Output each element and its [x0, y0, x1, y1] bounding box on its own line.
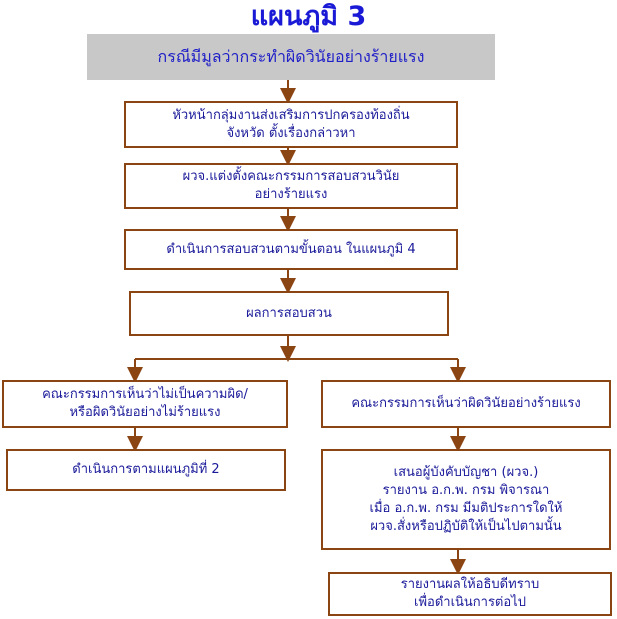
- chart-title: แผนภูมิ 3: [250, 1, 367, 32]
- step-not-guilty: คณะกรรมการเห็นว่าไม่เป็นความผิด/ หรือผิด…: [2, 380, 288, 428]
- step-propose-line4: ผวจ.สั่งหรือปฏิบัติให้เป็นไปตามนั้น: [370, 518, 562, 534]
- step-set-accusation-line1: หัวหน้ากลุ่มงานส่งเสริมการปกครองท้องถิ่น: [172, 107, 410, 123]
- step-appoint-committee: ผวจ.แต่งตั้งคณะกรรมการสอบสวนวินัย อย่างร…: [124, 163, 458, 209]
- step-set-accusation-line2: จังหวัด ตั้งเรื่องกล่าวหา: [226, 125, 356, 141]
- step-report-director-line2: เพื่อดำเนินการต่อไป: [414, 595, 526, 610]
- step-report-director: รายงานผลให้อธิบดีทราบ เพื่อดำเนินการต่อไ…: [328, 572, 612, 616]
- step-not-guilty-line1: คณะกรรมการเห็นว่าไม่เป็นความผิด/: [42, 387, 248, 402]
- step-investigation-result: ผลการสอบสวน: [129, 291, 449, 336]
- step-propose-line2: รายงาน อ.ก.พ. กรม พิจารณา: [382, 482, 550, 498]
- step-propose-line3: เมื่อ อ.ก.พ. กรม มีมติประการใดให้: [369, 500, 563, 516]
- step-follow-chart-2-line1: ดำเนินการตามแผนภูมิที่ 2: [72, 462, 220, 477]
- step-follow-chart-2: ดำเนินการตามแผนภูมิที่ 2: [6, 449, 286, 491]
- step-investigation-result-line1: ผลการสอบสวน: [246, 305, 332, 321]
- step-serious-offense: คณะกรรมการเห็นว่าผิดวินัยอย่างร้ายแรง: [321, 380, 611, 428]
- step-investigate: ดำเนินการสอบสวนตามขั้นตอน ในแผนภูมิ 4: [124, 229, 458, 270]
- step-report-director-line1: รายงานผลให้อธิบดีทราบ: [400, 577, 540, 592]
- case-header: กรณีมีมูลว่ากระทำผิดวินัยอย่างร้ายแรง: [87, 34, 495, 80]
- step-propose-line1: เสนอผู้บังคับบัญชา (ผวจ.): [393, 464, 539, 480]
- step-not-guilty-line2: หรือผิดวินัยอย่างไม่ร้ายแรง: [69, 405, 221, 420]
- step-investigate-line1: ดำเนินการสอบสวนตามขั้นตอน ในแผนภูมิ 4: [166, 241, 416, 257]
- step-appoint-committee-line1: ผวจ.แต่งตั้งคณะกรรมการสอบสวนวินัย: [182, 169, 400, 184]
- step-appoint-committee-line2: อย่างร้ายแรง: [254, 187, 328, 202]
- step-propose-to-supervisor: เสนอผู้บังคับบัญชา (ผวจ.) รายงาน อ.ก.พ. …: [321, 449, 611, 550]
- step-serious-offense-line1: คณะกรรมการเห็นว่าผิดวินัยอย่างร้ายแรง: [351, 396, 581, 411]
- step-set-accusation: หัวหน้ากลุ่มงานส่งเสริมการปกครองท้องถิ่น…: [124, 101, 458, 148]
